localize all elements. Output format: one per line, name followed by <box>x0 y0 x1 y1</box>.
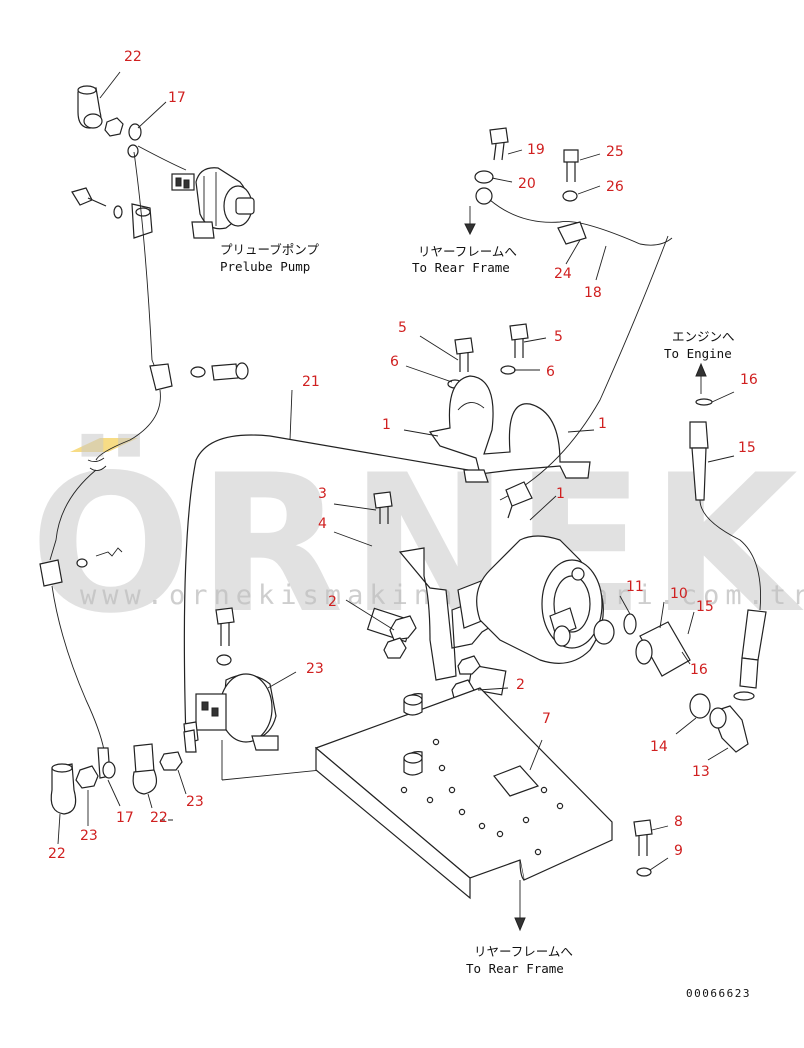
callout-5-left: 5 <box>398 320 407 336</box>
watermark-brand: ÖRNEK <box>30 433 804 655</box>
callout-13: 13 <box>692 764 710 780</box>
captions: プリューブポンプ Prelube Pump リヤーフレームへ To Rear F… <box>220 242 751 1000</box>
leader-lines <box>57 71 735 871</box>
callout-15-top: 15 <box>738 440 756 456</box>
callout-16-top: 16 <box>740 372 758 388</box>
callout-8: 8 <box>674 814 683 830</box>
prelube-area <box>39 85 255 815</box>
caption-prelube-jp: プリューブポンプ <box>220 242 319 257</box>
callout-15-bottom: 15 <box>696 599 714 615</box>
caption-engine-jp: エンジンへ <box>672 329 735 344</box>
callout-25: 25 <box>606 144 624 160</box>
watermark: ÖRNEK www.ornekismakinaparcalari.com.tr <box>30 433 804 655</box>
callout-26: 26 <box>606 179 624 195</box>
caption-engine-en: To Engine <box>664 346 732 361</box>
callout-18: 18 <box>584 285 602 301</box>
callout-23-mid: 23 <box>186 794 204 810</box>
caption-prelube-en: Prelube Pump <box>220 259 310 274</box>
callout-21: 21 <box>302 374 320 390</box>
base-plate <box>314 687 653 932</box>
callout-5-right: 5 <box>554 329 563 345</box>
watermark-accent <box>70 438 138 452</box>
callout-3: 3 <box>318 486 327 502</box>
ground-cable-area <box>464 127 673 246</box>
prelube-pump <box>171 167 255 239</box>
callout-1-right: 1 <box>598 416 607 432</box>
callout-7: 7 <box>542 711 551 727</box>
callout-22-bottom: 22 <box>48 846 66 862</box>
callout-2-right: 2 <box>516 677 525 693</box>
callouts: 22 17 19 25 20 26 24 18 5 5 6 6 21 16 1 … <box>48 49 758 862</box>
callout-22-mid: 22 <box>150 810 168 826</box>
callout-6-right: 6 <box>546 364 555 380</box>
callout-10: 10 <box>670 586 688 602</box>
callout-9: 9 <box>674 843 683 859</box>
callout-14: 14 <box>650 739 668 755</box>
callout-11: 11 <box>626 579 644 595</box>
callout-1-left: 1 <box>382 417 391 433</box>
callout-17-bottom: 17 <box>116 810 134 826</box>
caption-rear-frame-top-en: To Rear Frame <box>412 260 510 275</box>
caption-rear-frame-bottom-jp: リヤーフレームへ <box>474 944 573 959</box>
callout-23-right: 23 <box>306 661 324 677</box>
callout-17-top: 17 <box>168 90 186 106</box>
caption-rear-frame-top-jp: リヤーフレームへ <box>418 244 517 259</box>
callout-16-bottom: 16 <box>690 662 708 678</box>
callout-6-left: 6 <box>390 354 399 370</box>
drawing-code: 00066623 <box>686 987 751 1000</box>
callout-24: 24 <box>554 266 572 282</box>
callout-19: 19 <box>527 142 545 158</box>
main-pump <box>476 535 615 664</box>
callout-1-mid: 1 <box>556 486 565 502</box>
callout-23-left: 23 <box>80 828 98 844</box>
callout-20: 20 <box>518 176 536 192</box>
callout-2-left: 2 <box>328 594 337 610</box>
callout-22-top: 22 <box>124 49 142 65</box>
main-assembly <box>132 235 767 821</box>
callout-4: 4 <box>318 516 327 532</box>
caption-rear-frame-bottom-en: To Rear Frame <box>466 961 564 976</box>
prelube-motor-23 <box>183 673 279 751</box>
